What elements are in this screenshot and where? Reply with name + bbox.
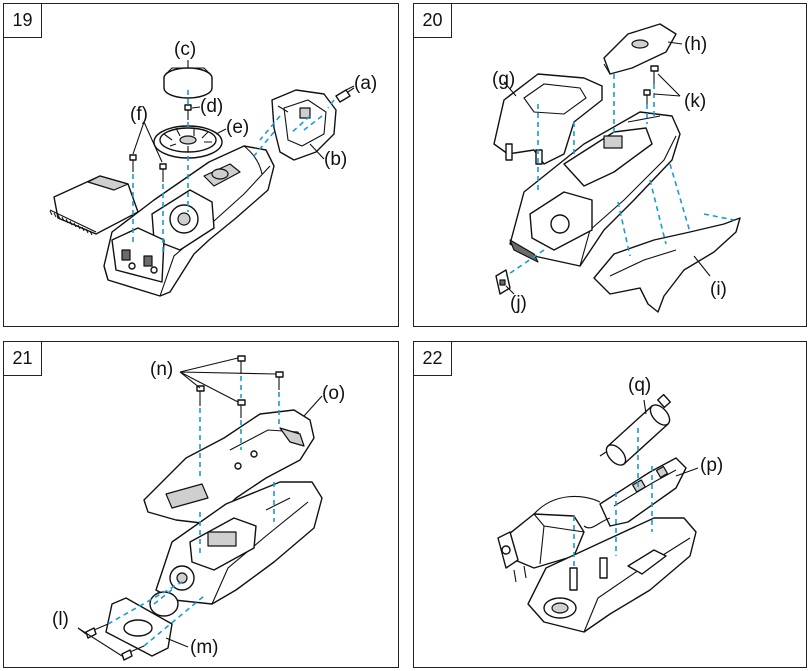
label-i: (i) — [710, 279, 727, 300]
chassis-base — [155, 481, 323, 605]
label-j: (j) — [510, 293, 527, 314]
guide-lines — [505, 74, 735, 277]
label-l: (l) — [52, 609, 69, 630]
part-l-screws — [85, 623, 145, 661]
part-q-battery — [599, 393, 672, 466]
label-h: (h) — [684, 34, 708, 55]
part-e-gear — [153, 125, 223, 159]
guide-lines — [573, 428, 653, 568]
panel-19: 19 — [3, 3, 399, 327]
label-g: (g) — [492, 69, 516, 90]
panel-20: 20 — [413, 3, 807, 327]
part-d-screw — [184, 104, 192, 120]
part-f-screws — [129, 154, 167, 182]
clipper-body — [103, 145, 275, 297]
leader-lines — [643, 399, 699, 477]
chassis — [509, 111, 681, 267]
part-k-screws — [643, 65, 659, 104]
panel-number: 19 — [4, 4, 42, 38]
label-b: (b) — [324, 149, 348, 170]
part-h-top-cover — [603, 23, 677, 75]
label-o: (o) — [322, 383, 346, 404]
guide-lines — [107, 376, 280, 647]
step-21-illustration — [77, 355, 323, 661]
label-e: (e) — [226, 117, 250, 138]
panel-22: 22 — [413, 341, 807, 668]
label-a: (a) — [354, 73, 378, 94]
step-22-illustration — [497, 393, 699, 633]
part-c-cap — [163, 67, 213, 99]
part-p-circuit-board — [599, 457, 687, 527]
panel-number: 22 — [414, 342, 452, 376]
part-i-side-cover — [593, 217, 741, 313]
label-n: (n) — [150, 359, 174, 380]
wiring — [533, 495, 611, 529]
step-19-illustration — [49, 60, 355, 297]
part-a-screw — [335, 85, 355, 103]
label-k: (k) — [684, 91, 707, 112]
label-d: (d) — [200, 96, 224, 117]
panel-number: 20 — [414, 4, 452, 38]
label-c: (c) — [174, 39, 197, 60]
step-20-illustration — [493, 23, 741, 313]
leader-lines — [503, 41, 711, 295]
leader-lines — [77, 357, 323, 657]
part-b-end-cover — [271, 89, 337, 161]
panel-21: 21 — [3, 341, 399, 668]
label-f: (f) — [130, 104, 148, 125]
label-p: (p) — [700, 455, 724, 476]
part-g-frame — [493, 73, 603, 165]
part-o-top-housing — [143, 409, 315, 525]
label-q: (q) — [628, 375, 652, 396]
part-n-screws — [196, 355, 284, 418]
lower-case — [527, 517, 697, 633]
guide-lines — [132, 90, 335, 252]
part-j-clip — [495, 269, 511, 295]
label-m: (m) — [190, 637, 219, 658]
motor-unit — [497, 513, 585, 583]
leader-lines — [132, 60, 355, 163]
panel-number: 21 — [4, 342, 42, 376]
